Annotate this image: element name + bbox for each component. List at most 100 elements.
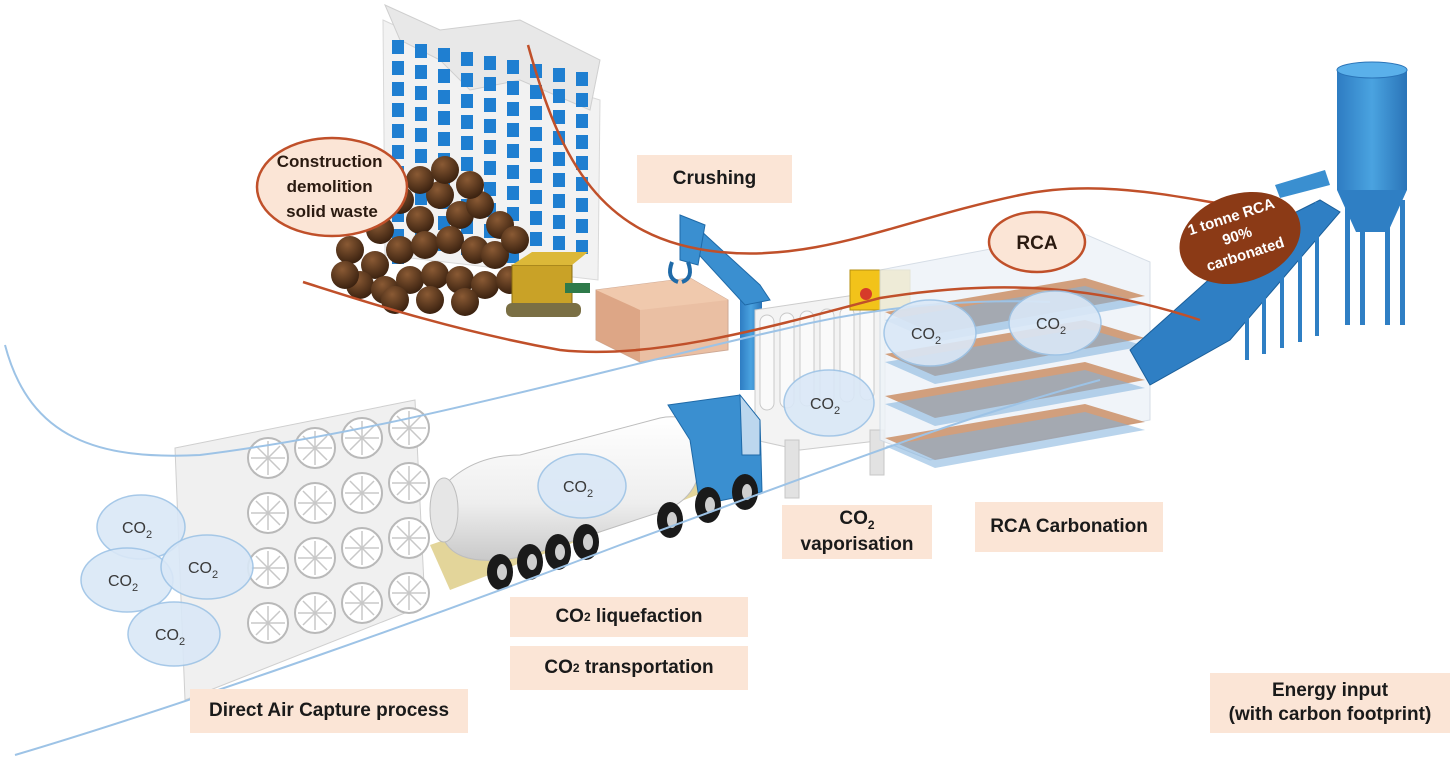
fan-blade xyxy=(267,457,281,471)
fan-blade xyxy=(396,415,410,429)
fan-blade xyxy=(349,480,363,494)
waste-flow-lower xyxy=(302,280,1201,354)
building-window xyxy=(576,135,588,149)
fan-blade xyxy=(361,547,375,561)
fan-blade xyxy=(314,502,328,516)
co2-bubble-subscript: 2 xyxy=(212,569,218,581)
construction-line-3: solid waste xyxy=(286,202,378,221)
co2-bubble-shape xyxy=(783,369,875,437)
rca-output-oval: 1 tonne RCA 90% carbonated xyxy=(1179,191,1301,285)
rca-carbonation-label: RCA Carbonation xyxy=(975,502,1163,552)
building-window xyxy=(576,156,588,170)
co2-bubble-shape xyxy=(537,453,627,519)
building-window xyxy=(438,69,450,83)
fan-blade xyxy=(255,622,269,636)
fan-blade xyxy=(255,445,269,459)
building-window xyxy=(507,60,519,74)
fan-blade xyxy=(302,557,316,571)
rubble-chunk xyxy=(446,266,474,294)
building-window xyxy=(507,102,519,116)
co2-bubble-text: CO2 xyxy=(1036,316,1066,337)
rubble-chunk xyxy=(501,226,529,254)
co2-bubble-formula: CO xyxy=(188,560,212,577)
energy-input-line-1: Energy input xyxy=(1271,680,1389,702)
fan-blade xyxy=(349,425,363,439)
fan-blade xyxy=(408,470,422,484)
co2-bubble-subscript: 2 xyxy=(834,405,840,417)
fan-blade xyxy=(267,567,281,581)
rubble-chunk xyxy=(381,286,409,314)
co2-bubble-text: CO2 xyxy=(108,573,138,594)
fan-blade xyxy=(302,490,316,504)
fan-blade xyxy=(361,535,375,549)
building-window xyxy=(553,89,565,103)
building-window xyxy=(484,56,496,70)
co2-bubble-subscript: 2 xyxy=(132,582,138,594)
building-window xyxy=(392,145,404,159)
fan-blade xyxy=(349,602,363,616)
wheel-hub xyxy=(705,497,715,513)
building-window xyxy=(507,144,519,158)
building-window xyxy=(576,114,588,128)
co2-bubble-formula: CO xyxy=(122,520,146,537)
fan-blade xyxy=(267,610,281,624)
fan-blade xyxy=(361,425,375,439)
rca-oval: RCA xyxy=(987,210,1087,274)
fan-blade xyxy=(255,567,269,581)
building-window xyxy=(415,128,427,142)
fan-blade xyxy=(314,545,328,559)
rubble-chunk xyxy=(421,261,449,289)
building-window xyxy=(553,215,565,229)
fan-blade xyxy=(314,612,328,626)
fan-blade xyxy=(361,590,375,604)
dac-unit xyxy=(174,399,430,701)
fan-blade xyxy=(255,457,269,471)
building-window xyxy=(553,110,565,124)
building-window xyxy=(507,186,519,200)
fan-blade xyxy=(255,610,269,624)
building-window xyxy=(576,198,588,212)
building-window xyxy=(530,211,542,225)
building-window xyxy=(553,152,565,166)
fan-blade xyxy=(302,447,316,461)
fan-blade xyxy=(267,500,281,514)
fan-blade xyxy=(396,482,410,496)
fan-blade xyxy=(408,592,422,606)
co2-bubble-text: CO2 xyxy=(563,479,593,500)
construction-waste-oval: Construction demolition solid waste xyxy=(255,136,409,238)
construction-line-1: Construction xyxy=(277,152,383,171)
rubble-pile xyxy=(331,156,529,316)
co2-vaporisation-label: CO2 vaporisation xyxy=(782,505,932,559)
co2-bubble-formula: CO xyxy=(108,573,132,590)
co2-bubble-formula: CO xyxy=(1036,316,1060,333)
building-window xyxy=(507,123,519,137)
building-window xyxy=(461,73,473,87)
wheel-hub xyxy=(667,512,677,528)
fan-blade xyxy=(255,500,269,514)
fan-blade xyxy=(314,600,328,614)
co2-bubble: CO2 xyxy=(1008,290,1102,356)
rubble-chunk xyxy=(451,288,479,316)
silo-leg xyxy=(1360,200,1365,325)
rubble-chunk xyxy=(411,231,439,259)
co2-bubble-formula: CO xyxy=(155,627,179,644)
building-window xyxy=(576,219,588,233)
rca-label: RCA xyxy=(1016,233,1057,254)
co2-bubble-text: CO2 xyxy=(810,396,840,417)
building-window xyxy=(415,86,427,100)
building-window xyxy=(530,106,542,120)
building-window xyxy=(530,148,542,162)
building-window xyxy=(392,82,404,96)
fan-blade xyxy=(408,427,422,441)
co2-bubble: CO2 xyxy=(883,299,977,367)
building-window xyxy=(461,136,473,150)
co2-bubble-shape xyxy=(127,601,221,667)
co2-bubble-text: CO2 xyxy=(911,326,941,347)
fan-blade xyxy=(302,545,316,559)
conveyor-support xyxy=(1280,226,1284,348)
building-window xyxy=(415,149,427,163)
building-window xyxy=(415,44,427,58)
